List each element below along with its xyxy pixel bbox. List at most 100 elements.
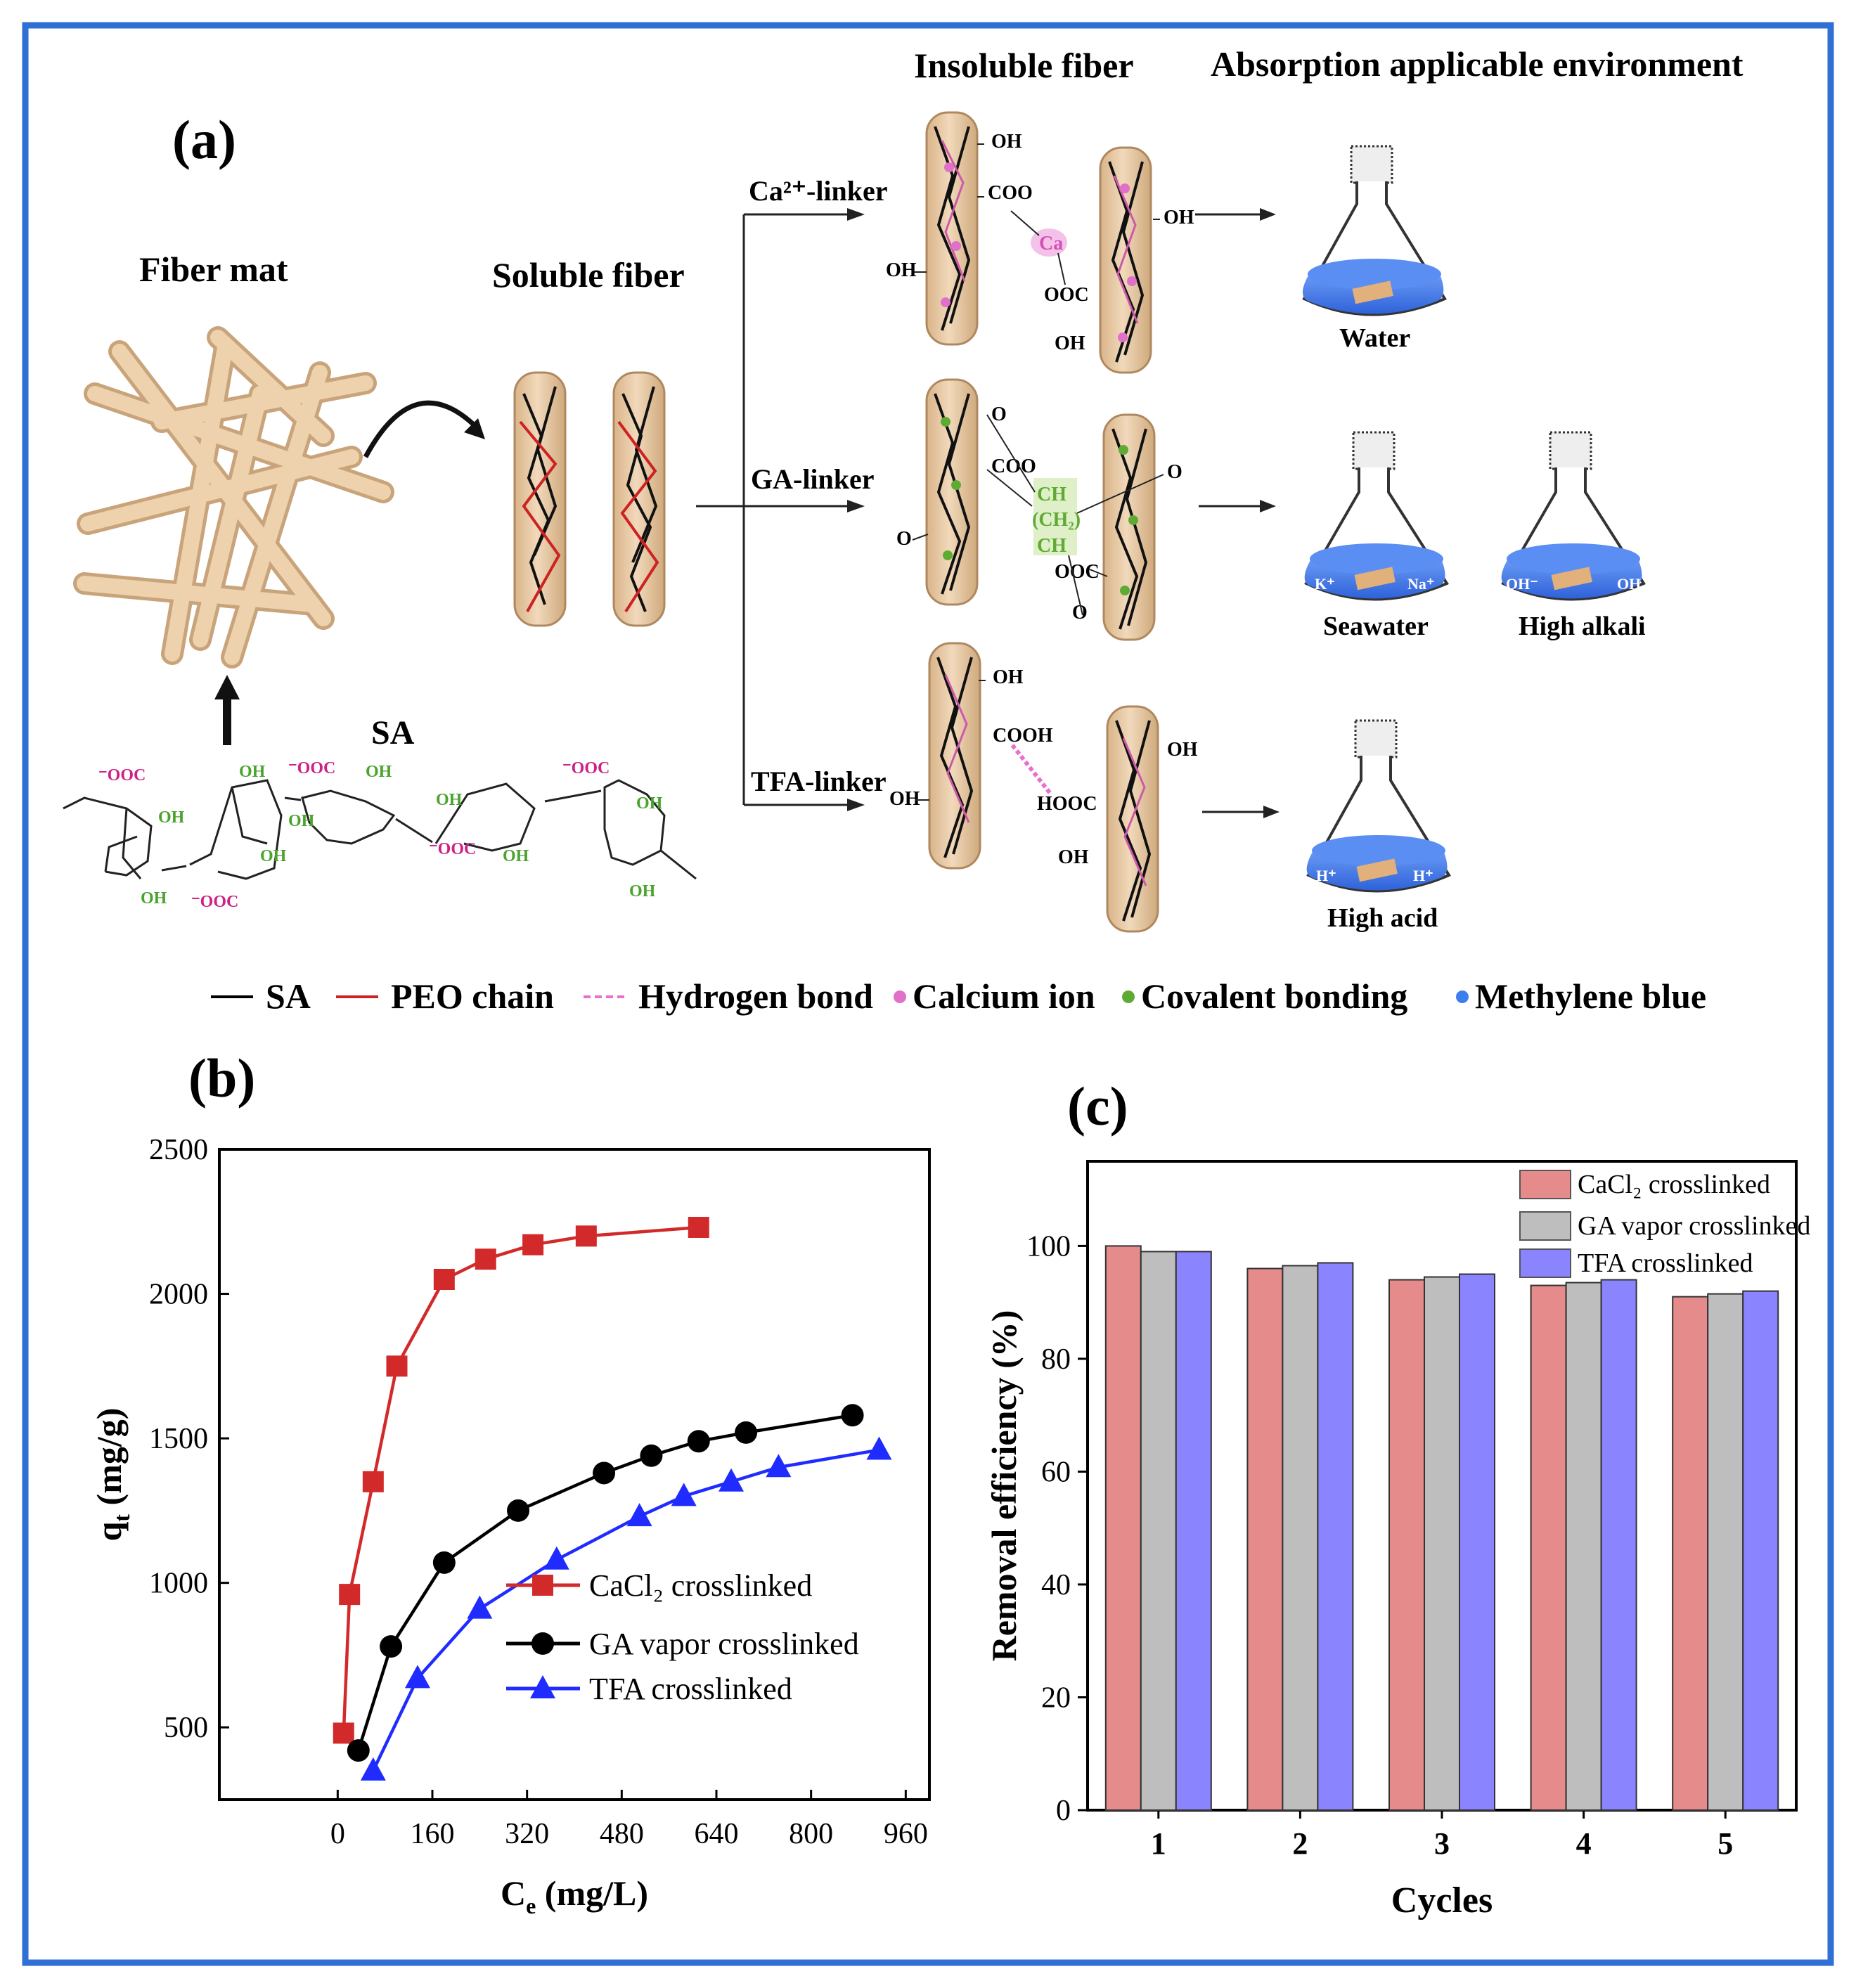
svg-text:OH: OH [1055, 333, 1085, 354]
chart-c-xlabel: Cycles [1391, 1880, 1493, 1921]
chart-c-bar-s2-4 [1742, 1290, 1779, 1811]
chart-c-bar-s0-1 [1246, 1267, 1284, 1811]
chart-b-ytick-label: 1500 [149, 1423, 208, 1455]
ga-linker-label: GA-linker [751, 463, 875, 495]
tfa-linker-label: TFA-linker [751, 766, 887, 797]
chart-c-bar-s1-2 [1424, 1276, 1460, 1811]
svg-text:OH: OH [991, 131, 1022, 153]
chart-b-point-s0-7 [575, 1225, 597, 1247]
sa-structure-labels: ⁻OOC OH OH ⁻OOC OH OH ⁻OOC OH OH OH ⁻OOC… [98, 759, 663, 911]
chart-c-ytick-label: 40 [1041, 1569, 1071, 1601]
chart-b-legend-marker-2 [530, 1675, 555, 1698]
flask-water: Water [1302, 145, 1447, 353]
chart-c-ytick-label: 0 [1056, 1795, 1071, 1827]
chart-b-xtick-label: 320 [505, 1818, 549, 1850]
svg-text:OH: OH [288, 812, 315, 830]
chart-b-legend-marker-1 [531, 1632, 554, 1655]
svg-text:OH: OH [141, 889, 167, 908]
svg-text:OOC: OOC [1055, 561, 1100, 583]
chart-b-point-s2-0 [360, 1757, 386, 1781]
ca-linker-label: Ca²⁺-linker [749, 175, 888, 207]
svg-text:⁻OOC: ⁻OOC [562, 759, 610, 777]
chart-b-point-s1-5 [640, 1444, 663, 1467]
svg-text:OH: OH [889, 788, 920, 810]
svg-text:OH: OH [260, 847, 287, 865]
chart-c-xtick-label: 4 [1576, 1826, 1592, 1861]
chart-c-bar-s2-3 [1600, 1279, 1637, 1811]
chart-c-legend-label-1: GA vapor crosslinked [1578, 1211, 1810, 1241]
chart-c-legend-label-2: TFA crosslinked [1578, 1248, 1753, 1278]
chart-b-ytick-label: 2000 [149, 1279, 208, 1311]
chart-b-ytick-label: 2500 [149, 1134, 208, 1166]
svg-text:High alkali: High alkali [1519, 612, 1646, 641]
chart-c-bar-s2-1 [1317, 1262, 1354, 1812]
chart-b-point-s2-4 [626, 1503, 652, 1527]
flask-seawater: K⁺ Na⁺ Seawater [1304, 431, 1449, 641]
chart-c-legend-swatch-2 [1519, 1248, 1571, 1278]
chart-c-bar-s0-0 [1104, 1245, 1142, 1812]
svg-text:OH: OH [503, 847, 529, 865]
svg-text:OH: OH [1617, 575, 1641, 593]
soluble-fibers [513, 371, 666, 627]
svg-text:CH: CH [1037, 535, 1066, 557]
fiber-mat-title: Fiber mat [139, 250, 288, 289]
legend-a-item-calcium-ion-swatch [894, 990, 906, 1003]
chart-b-point-s1-7 [735, 1421, 758, 1444]
chart-b-point-s2-8 [866, 1436, 892, 1460]
chart-c-xtick-label: 1 [1151, 1826, 1166, 1861]
svg-text:⁻OOC: ⁻OOC [288, 759, 335, 777]
svg-text:OH: OH [158, 808, 185, 827]
chart-c-bar-s0-3 [1530, 1284, 1567, 1811]
svg-text:High acid: High acid [1327, 903, 1438, 933]
chart-b-xtick-label: 0 [330, 1818, 345, 1850]
svg-text:OH: OH [886, 259, 917, 281]
svg-text:OH: OH [629, 882, 656, 901]
sa-label: SA [371, 714, 415, 751]
svg-text:COO: COO [988, 182, 1033, 204]
hydrogen-bond-line [1010, 744, 1053, 796]
svg-text:Seawater: Seawater [1323, 612, 1429, 641]
svg-text:OH⁻: OH⁻ [1506, 575, 1538, 593]
svg-text:COOH: COOH [993, 725, 1053, 747]
svg-text:OH: OH [366, 763, 392, 781]
sa-structure [63, 779, 697, 880]
env-arrows [1195, 213, 1269, 813]
chart-b-ytick-label: 1000 [149, 1568, 208, 1600]
svg-text:⁻OOC: ⁻OOC [98, 766, 146, 785]
insoluble-fiber-title: Insoluble fiber [914, 46, 1134, 85]
chart-b-point-s2-1 [404, 1665, 430, 1689]
chart-c-ylabel: Removal efficiency (%) [984, 1310, 1024, 1662]
curved-arrow [363, 400, 480, 458]
chart-c-ytick-label: 80 [1041, 1343, 1071, 1376]
svg-text:O: O [991, 404, 1007, 425]
chart-b-point-s1-4 [593, 1461, 616, 1485]
chart-c-ytick-label: 100 [1026, 1230, 1071, 1263]
chart-b-point-s1-1 [380, 1635, 403, 1658]
fiber-mat-illustration [73, 326, 394, 669]
svg-text:H⁺: H⁺ [1413, 867, 1433, 884]
chart-b-point-s2-5 [671, 1483, 697, 1506]
svg-text:⁻OOC: ⁻OOC [191, 893, 238, 911]
chart-c-legend-swatch-0 [1519, 1170, 1571, 1199]
svg-text:OH: OH [239, 763, 266, 781]
chart-b-legend-label-2: TFA crosslinked [589, 1672, 792, 1706]
svg-text:K⁺: K⁺ [1315, 575, 1335, 593]
legend-a-item-methylene-blue-swatch [1456, 990, 1469, 1003]
chart-c-legend-swatch-1 [1519, 1211, 1571, 1241]
chart-b-xtick-label: 960 [884, 1818, 928, 1850]
chart-c-xtick-label: 3 [1434, 1826, 1450, 1861]
svg-text:CH: CH [1037, 484, 1066, 505]
chart-c-bar-s2-2 [1459, 1273, 1495, 1811]
legend-a-item-methylene-blue-label: Methylene blue [1475, 976, 1706, 1016]
chart-c-bar-s2-0 [1175, 1251, 1212, 1811]
svg-text:OH: OH [1164, 207, 1194, 228]
chart-c-legend-label-0: CaCl₂ crosslinked [1578, 1170, 1770, 1199]
chart-b-point-s0-8 [688, 1217, 709, 1238]
chart-b-point-s0-1 [339, 1584, 361, 1606]
legend-a-item-covalent-bonding-label: Covalent bonding [1141, 976, 1407, 1016]
chart-b-point-s1-3 [507, 1499, 530, 1522]
svg-text:H⁺: H⁺ [1316, 867, 1336, 884]
